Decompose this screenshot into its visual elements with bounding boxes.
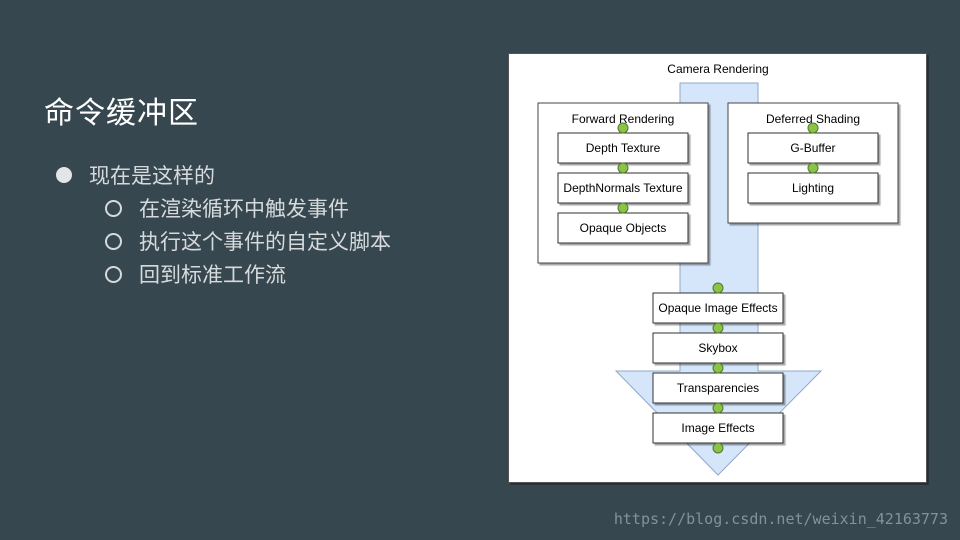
step-label: Opaque Objects — [580, 221, 667, 235]
bullet-item-4: 回到标准工作流 — [105, 259, 286, 289]
camera-rendering-diagram: Camera Rendering Forward Rendering Defer… — [508, 53, 929, 485]
connector-dot-icon — [712, 442, 724, 454]
step-box-image-effects — [652, 412, 784, 444]
connector-dot-icon — [617, 162, 629, 174]
bullet-item-3: 执行这个事件的自定义脚本 — [105, 226, 391, 256]
connector-dot-icon — [807, 122, 819, 134]
step-box-opaque-objects — [557, 212, 689, 244]
bullet-circle-icon — [105, 199, 122, 217]
step-label: G-Buffer — [790, 141, 835, 155]
diagram-title: Camera Rendering — [667, 62, 768, 76]
step-label: DepthNormals Texture — [563, 181, 682, 195]
bullet-text: 回到标准工作流 — [139, 263, 286, 287]
forward-rendering-title: Forward Rendering — [572, 112, 675, 126]
step-label: Transparencies — [677, 381, 759, 395]
bullet-item-1: 现在是这样的 — [56, 160, 215, 190]
watermark-url: https://blog.csdn.net/weixin_42163773 — [613, 510, 948, 528]
connector-dot-icon — [712, 402, 724, 414]
step-label: Skybox — [698, 341, 737, 355]
step-box-opaque-image-effects — [652, 292, 784, 324]
connector-dot-icon — [807, 162, 819, 174]
bullet-circle-icon — [105, 265, 122, 283]
bullet-text: 执行这个事件的自定义脚本 — [139, 230, 391, 254]
bullet-text: 现在是这样的 — [89, 164, 215, 188]
bullet-dot-icon — [56, 167, 72, 183]
step-label: Depth Texture — [586, 141, 661, 155]
connector-dot-icon — [712, 282, 724, 294]
step-box-depth-texture — [557, 132, 689, 164]
connector-dot-icon — [712, 362, 724, 374]
deferred-shading-title: Deferred Shading — [766, 112, 860, 126]
connector-dot-icon — [617, 202, 629, 214]
step-label: Image Effects — [681, 421, 754, 435]
step-box-lighting — [747, 172, 879, 204]
bullet-text: 在渲染循环中触发事件 — [139, 197, 349, 221]
step-label: Opaque Image Effects — [658, 301, 777, 315]
step-box-transparencies — [652, 372, 784, 404]
step-box-skybox — [652, 332, 784, 364]
connector-dot-icon — [617, 122, 629, 134]
step-box-g-buffer — [747, 132, 879, 164]
connector-dot-icon — [712, 322, 724, 334]
step-box-depthnormals-texture — [557, 172, 689, 204]
bullet-item-2: 在渲染循环中触发事件 — [105, 193, 349, 223]
slide-title: 命令缓冲区 — [44, 96, 199, 131]
bullet-circle-icon — [105, 232, 122, 250]
step-label: Lighting — [792, 181, 834, 195]
